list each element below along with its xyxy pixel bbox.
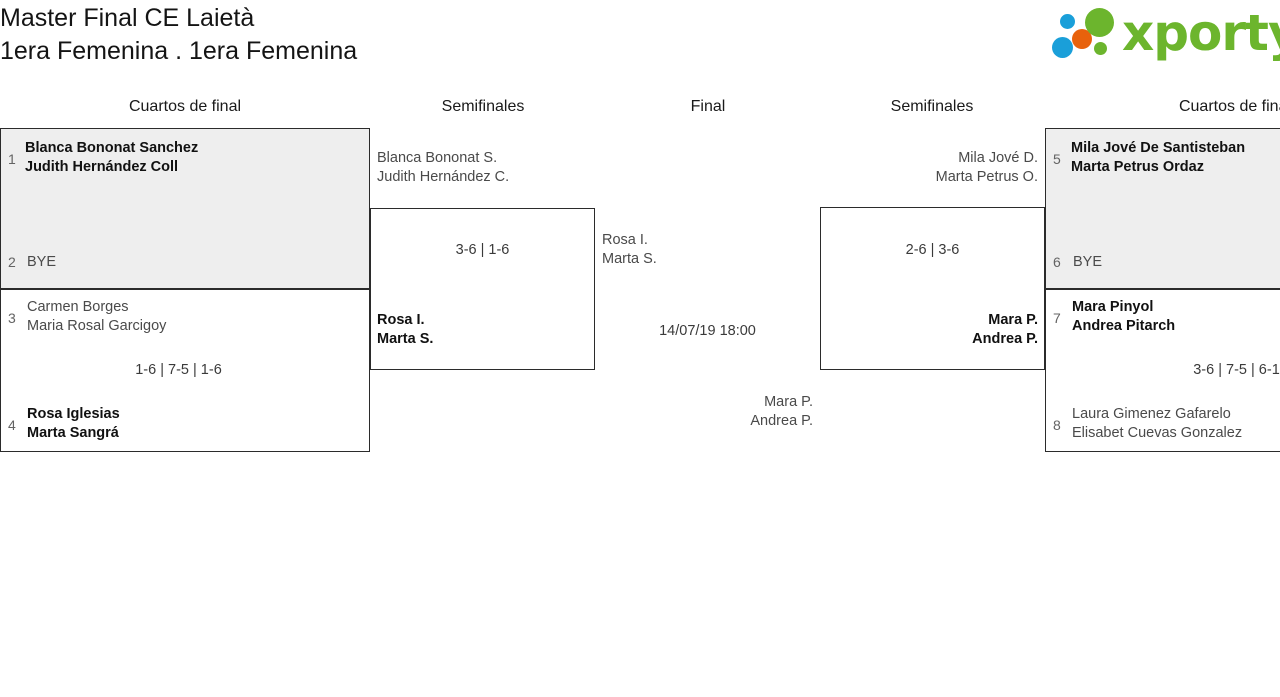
competitor-name-line-1: Blanca Bononat Sanchez (25, 140, 199, 156)
seed-number: 7 (1053, 310, 1061, 326)
competitor-name-line-2: Maria Rosal Garcigoy (27, 318, 167, 334)
match-box-sf-left[interactable] (370, 208, 595, 370)
competitor-name-line-1: Blanca Bononat S. (377, 150, 498, 166)
competitor-name-line-1: Rosa Iglesias (27, 406, 120, 422)
logo-dot-green-small (1094, 42, 1107, 55)
logo-dot-blue-bottom (1052, 37, 1073, 58)
score-qf4: 3-6 | 7-5 | 6-1 (1193, 362, 1280, 378)
competitor-name-line-1: Rosa I. (602, 232, 648, 248)
competitor-names: BYE (27, 253, 56, 272)
competitor-names: Rosa I. Marta S. (602, 231, 657, 269)
competitor-name-line-2: Marta Sangrá (27, 425, 119, 441)
round-header-semifinals-left: Semifinales (441, 98, 525, 115)
competitor-sf-left-bottom[interactable]: Rosa I. Marta S. (377, 311, 597, 351)
competitor-name-line-1: Laura Gimenez Gafarelo (1072, 406, 1231, 422)
competitor-names: Blanca Bononat S. Judith Hernández C. (377, 149, 509, 187)
competitor-seed-6[interactable]: 6 BYE (1045, 253, 1280, 273)
seed-number: 8 (1053, 417, 1061, 433)
logo-wordmark: xporty (1122, 4, 1280, 62)
competitor-names: Carmen Borges Maria Rosal Garcigoy (27, 298, 166, 336)
page-title: Master Final CE Laietà (0, 4, 255, 32)
competitor-names: Rosa I. Marta S. (377, 311, 433, 349)
competitor-seed-2[interactable]: 2 BYE (0, 253, 370, 273)
competitor-seed-7[interactable]: 7 Mara Pinyol Andrea Pitarch (1045, 298, 1280, 338)
competitor-seed-4[interactable]: 4 Rosa Iglesias Marta Sangrá (0, 405, 370, 445)
competitor-names: Mara P. Andrea P. (600, 393, 813, 431)
score-sf-left: 3-6 | 1-6 (455, 242, 510, 258)
match-box-qf4[interactable] (1045, 289, 1280, 452)
competitor-name-line-1: Mara P. (988, 312, 1038, 328)
competitor-sf-right-top[interactable]: Mila Jové D. Marta Petrus O. (818, 149, 1038, 189)
competitor-names: Laura Gimenez Gafarelo Elisabet Cuevas G… (1072, 405, 1242, 443)
competitor-final-right[interactable]: Mara P. Andrea P. (600, 393, 813, 433)
competitor-name-line-1: Mila Jové De Santisteban (1071, 140, 1246, 156)
competitor-seed-5[interactable]: 5 Mila Jové De Santisteban Marta Petrus … (1045, 139, 1280, 179)
competitor-name-line-2: Marta Petrus Ordaz (1071, 159, 1204, 175)
competitor-name-line-2: Andrea P. (750, 413, 813, 429)
seed-number: 2 (8, 254, 16, 270)
competitor-names: Rosa Iglesias Marta Sangrá (27, 405, 120, 443)
competitor-name-line-1: Mara P. (764, 394, 813, 410)
competitor-name-line-1: Carmen Borges (27, 299, 129, 315)
competitor-name-line-1: BYE (1073, 254, 1103, 270)
round-header-quarterfinals-right: Cuartos de final (1178, 98, 1280, 115)
seed-number: 1 (8, 151, 16, 167)
competitor-name-line-2: Marta Petrus O. (935, 169, 1038, 185)
round-header-quarterfinals-left: Cuartos de final (128, 98, 242, 115)
competitor-final-left[interactable]: Rosa I. Marta S. (602, 231, 812, 271)
logo-dot-green-large (1085, 8, 1114, 37)
competitor-name-line-1: BYE (27, 254, 57, 270)
competitor-name-line-2: Judith Hernández C. (377, 169, 510, 185)
score-qf2: 1-6 | 7-5 | 1-6 (135, 362, 222, 378)
competitor-names: Mila Jové D. Marta Petrus O. (818, 149, 1038, 187)
competitor-name-line-2: Andrea Pitarch (1072, 318, 1176, 334)
page-subtitle: 1era Femenina . 1era Femenina (0, 37, 358, 65)
competitor-seed-1[interactable]: 1 Blanca Bononat Sanchez Judith Hernánde… (0, 139, 370, 179)
final-match-date: 14/07/19 18:00 (659, 323, 756, 339)
competitor-name-line-1: Mara Pinyol (1072, 299, 1154, 315)
seed-number: 6 (1053, 254, 1061, 270)
competitor-name-line-2: Marta S. (377, 331, 434, 347)
round-header-final: Final (690, 98, 726, 115)
competitor-name-line-2: Elisabet Cuevas Gonzalez (1072, 425, 1243, 441)
score-sf-right: 2-6 | 3-6 (905, 242, 960, 258)
seed-number: 3 (8, 310, 16, 326)
xporty-logo[interactable]: xporty (1050, 4, 1280, 62)
competitor-name-line-2: Andrea P. (972, 331, 1038, 347)
match-box-qf2[interactable] (0, 289, 370, 452)
logo-dot-orange (1072, 29, 1092, 49)
page-header: Master Final CE Laietà 1era Femenina . 1… (0, 0, 1280, 90)
competitor-sf-left-top[interactable]: Blanca Bononat S. Judith Hernández C. (377, 149, 597, 189)
match-box-qf3[interactable] (1045, 128, 1280, 289)
logo-dot-blue-top (1060, 14, 1075, 29)
competitor-names: Mila Jové De Santisteban Marta Petrus Or… (1071, 139, 1245, 177)
competitor-names: Mara P. Andrea P. (818, 311, 1038, 349)
competitor-names: Mara Pinyol Andrea Pitarch (1072, 298, 1175, 336)
competitor-name-line-2: Marta S. (602, 251, 657, 267)
match-box-sf-right[interactable] (820, 207, 1045, 370)
seed-number: 4 (8, 417, 16, 433)
competitor-name-line-1: Mila Jové D. (958, 150, 1038, 166)
seed-number: 5 (1053, 151, 1061, 167)
match-box-qf1[interactable] (0, 128, 370, 289)
competitor-seed-8[interactable]: 8 Laura Gimenez Gafarelo Elisabet Cuevas… (1045, 405, 1280, 445)
competitor-sf-right-bottom[interactable]: Mara P. Andrea P. (818, 311, 1038, 351)
round-header-semifinals-right: Semifinales (890, 98, 974, 115)
competitor-names: Blanca Bononat Sanchez Judith Hernández … (25, 139, 198, 177)
competitor-names: BYE (1073, 253, 1102, 272)
competitor-seed-3[interactable]: 3 Carmen Borges Maria Rosal Garcigoy (0, 298, 370, 338)
competitor-name-line-2: Judith Hernández Coll (25, 159, 179, 175)
competitor-name-line-1: Rosa I. (377, 312, 425, 328)
